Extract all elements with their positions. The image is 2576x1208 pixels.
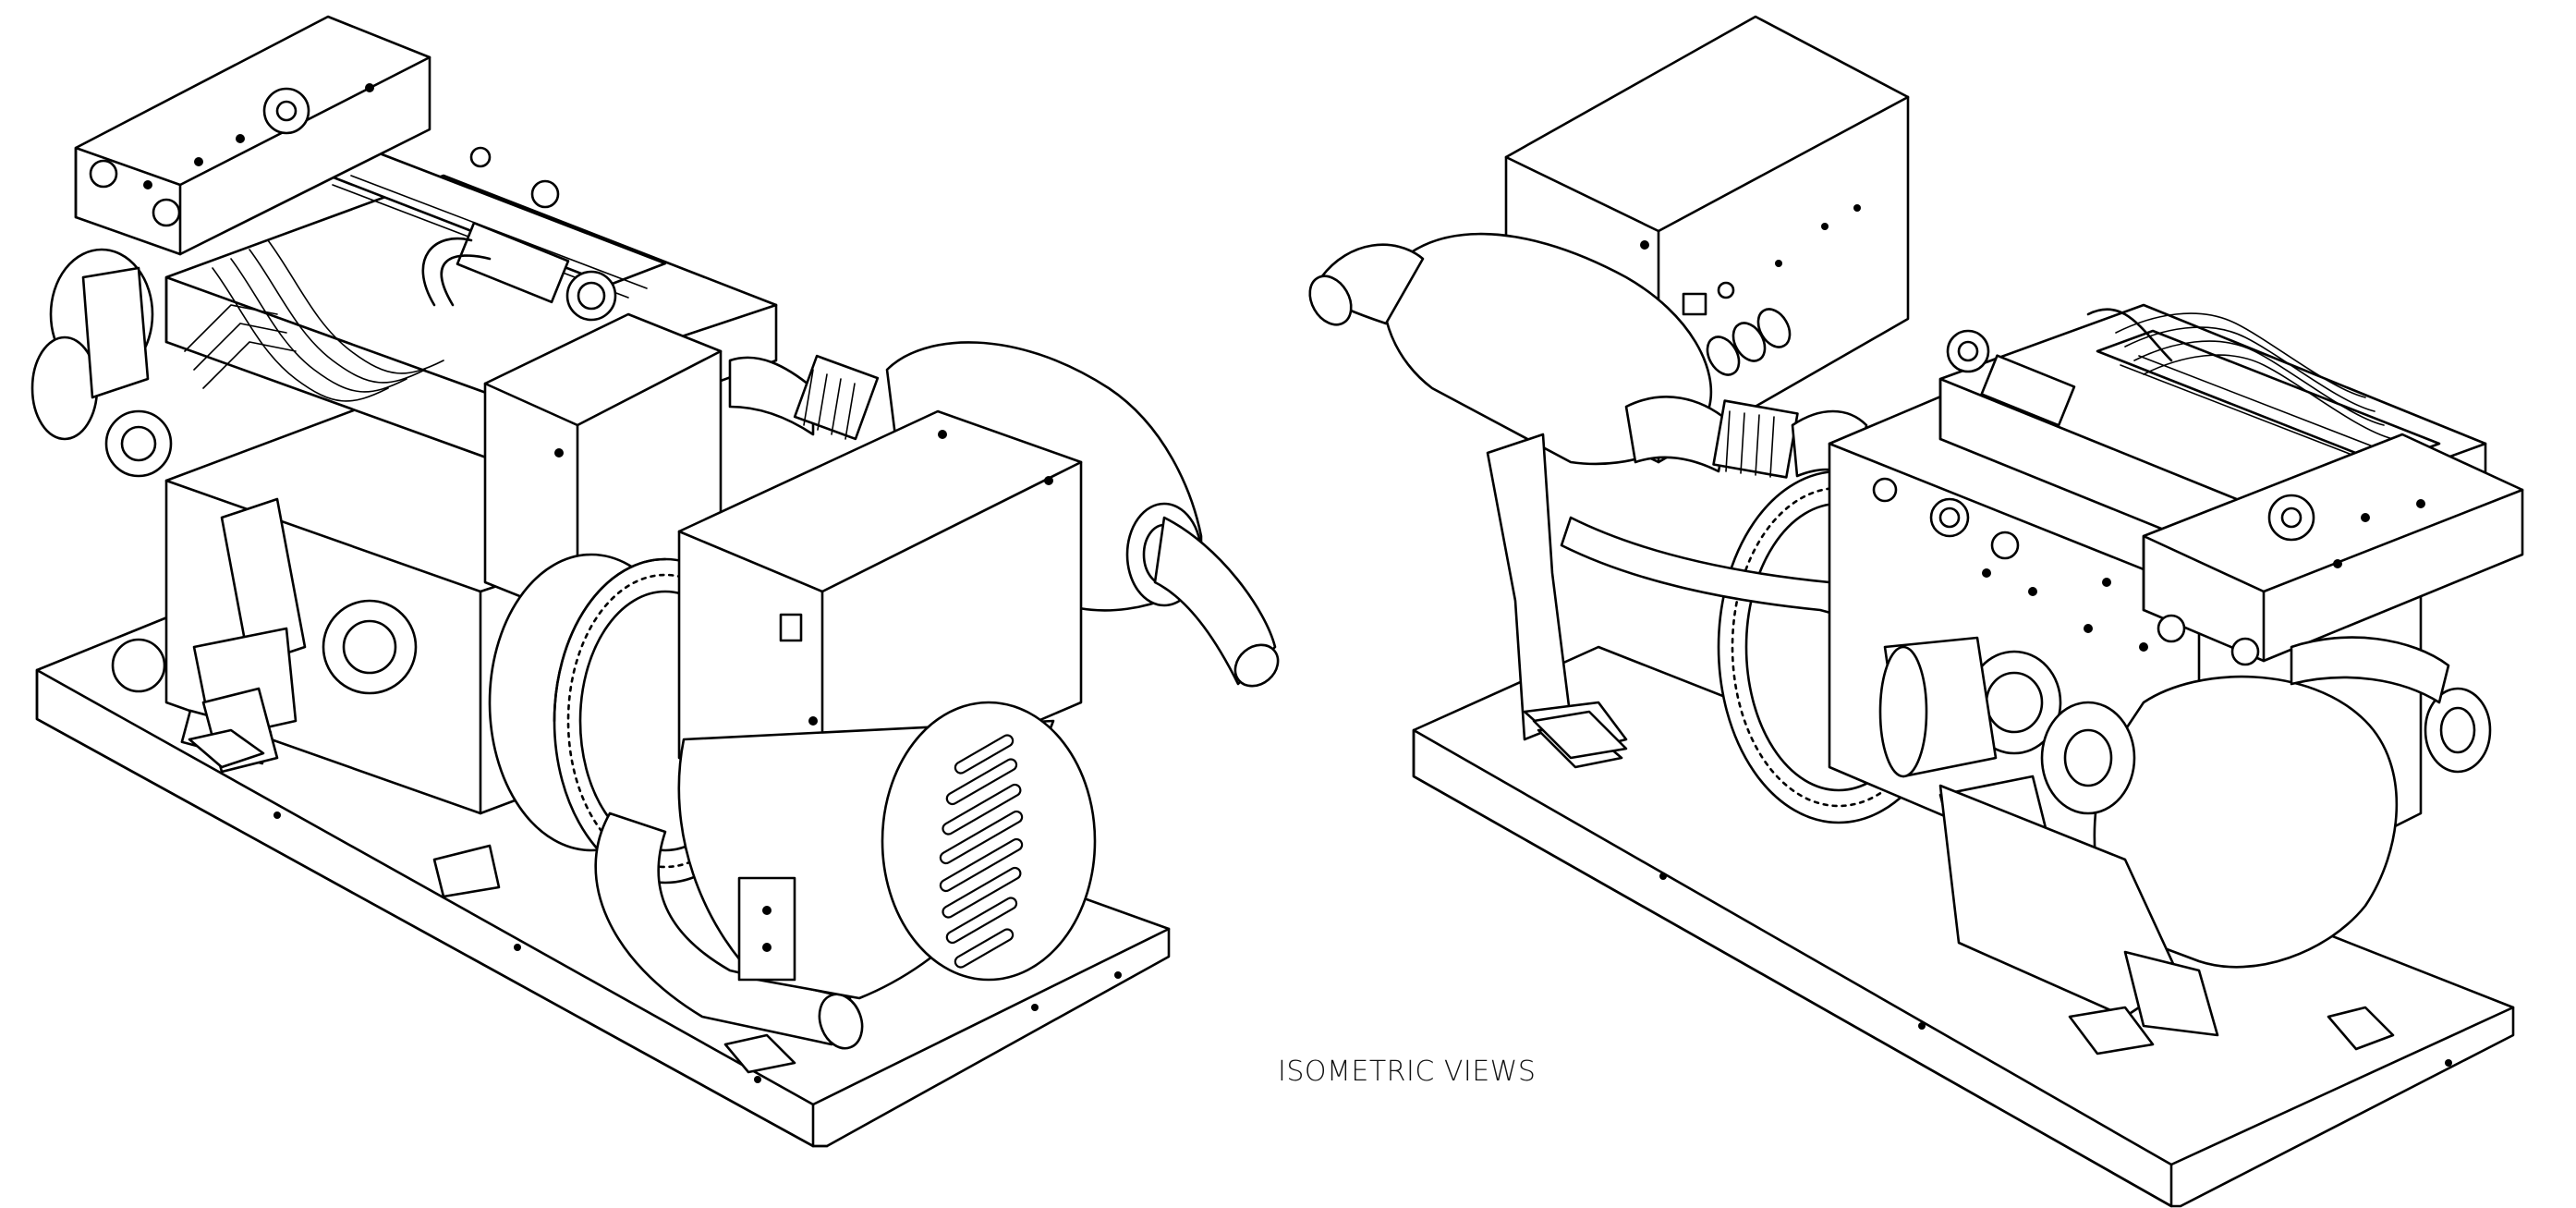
right-front-housing <box>2040 636 2492 969</box>
left-heat-exchanger <box>30 248 173 478</box>
right-crankcase <box>1938 784 2219 1037</box>
left-top-cover <box>74 15 431 256</box>
right-injection-lines <box>2086 308 2394 440</box>
right-mounts <box>1532 710 2395 1055</box>
right-exhaust-bellows <box>1624 396 1868 482</box>
left-generator-view <box>30 15 1280 1148</box>
right-top-cover <box>2142 433 2524 666</box>
left-generator-end-bell <box>677 701 1097 1000</box>
caption-isometric-views: ISOMETRIC VIEWS <box>1278 1055 1537 1088</box>
left-mounts <box>188 728 796 1074</box>
right-generator-view <box>1308 15 2524 1208</box>
left-vent-slots <box>939 734 1024 969</box>
left-exhaust-pipe <box>594 811 864 1050</box>
left-injection-lines <box>184 237 492 402</box>
